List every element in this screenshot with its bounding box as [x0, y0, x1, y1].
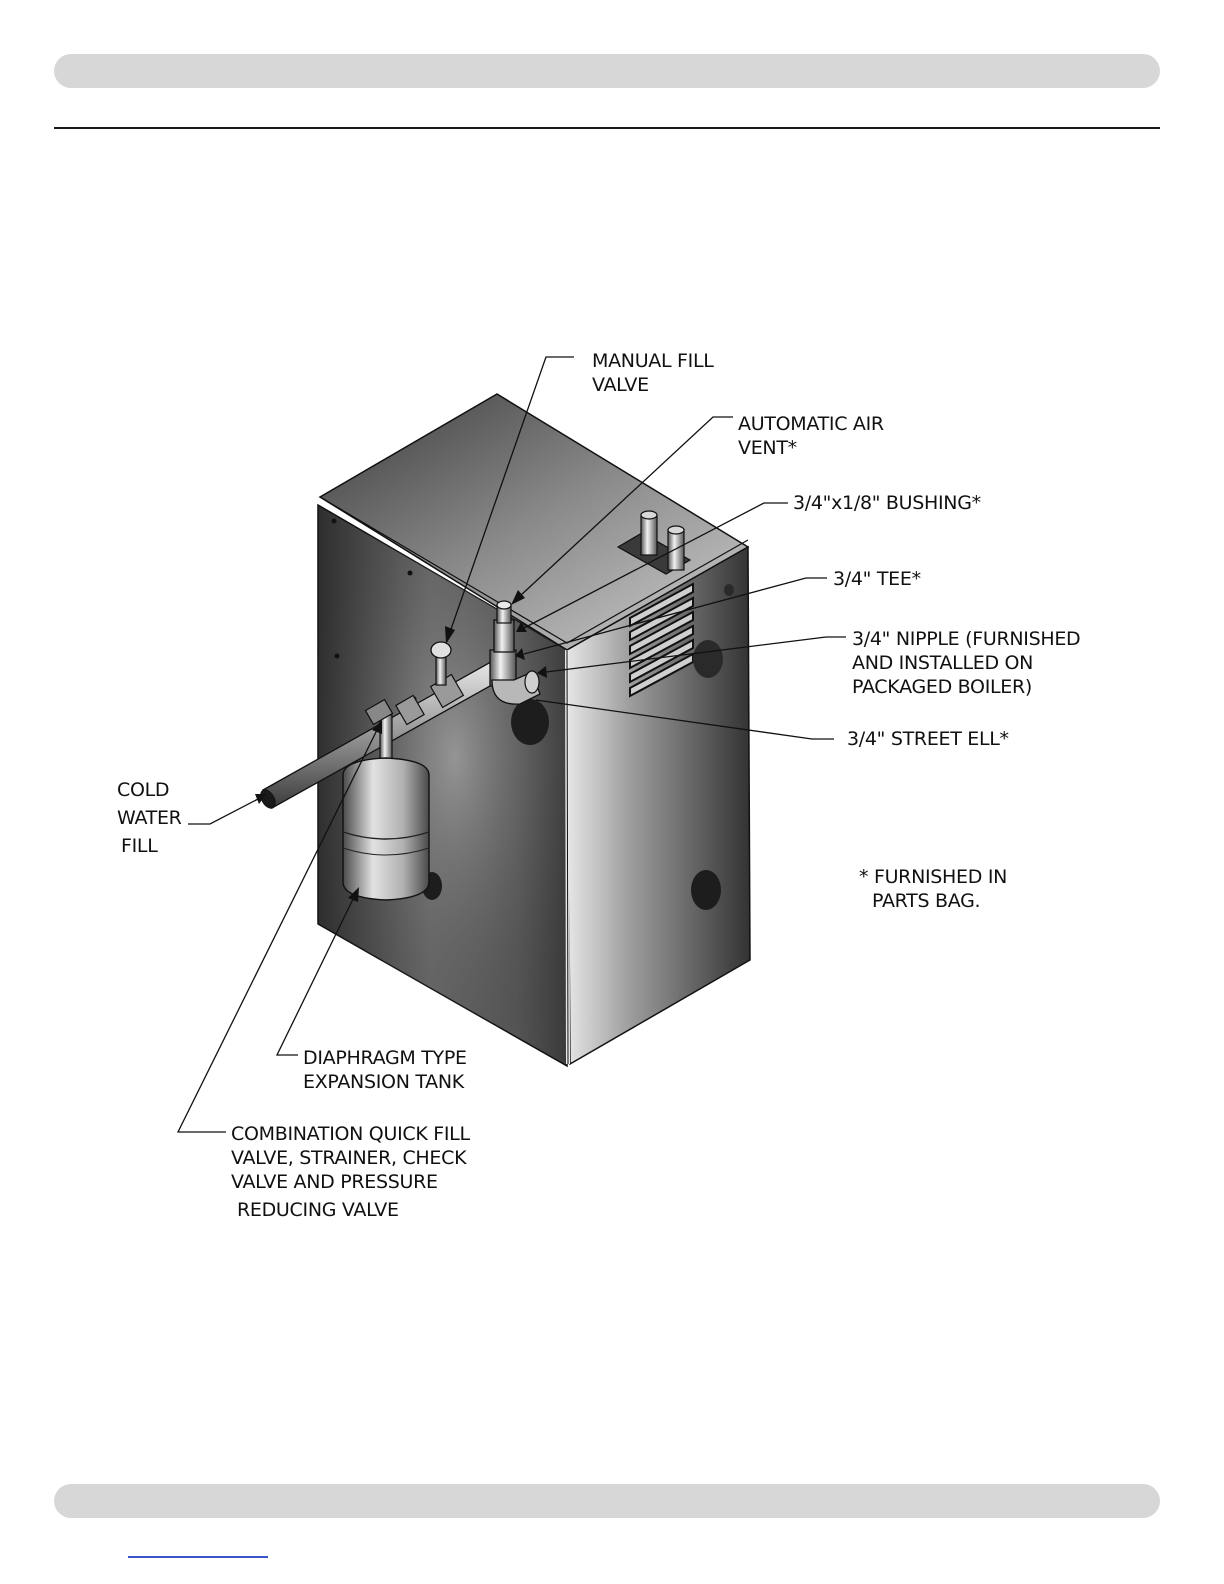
label-tee: 3/4" TEE*	[833, 568, 921, 590]
label-furnished-note: * FURNISHED IN PARTS BAG.	[859, 866, 1013, 912]
label-bushing: 3/4"x1/8" BUSHING*	[793, 492, 981, 514]
label-cold-water-fill: COLD WATER FILL	[117, 779, 187, 857]
label-expansion-tank: DIAPHRAGM TYPE EXPANSION TANK	[303, 1047, 472, 1093]
label-automatic-air-vent: AUTOMATIC AIR VENT*	[738, 413, 890, 459]
label-street-ell: 3/4" STREET ELL*	[847, 728, 1009, 750]
footer-bar	[54, 1484, 1160, 1518]
label-manual-fill-valve: MANUAL FILL VALVE	[592, 350, 719, 396]
footer-link-underline[interactable]	[128, 1556, 268, 1558]
label-nipple: 3/4" NIPPLE (FURNISHED AND INSTALLED ON …	[852, 628, 1086, 698]
label-combination-valve: COMBINATION QUICK FILL VALVE, STRAINER, …	[231, 1123, 476, 1221]
